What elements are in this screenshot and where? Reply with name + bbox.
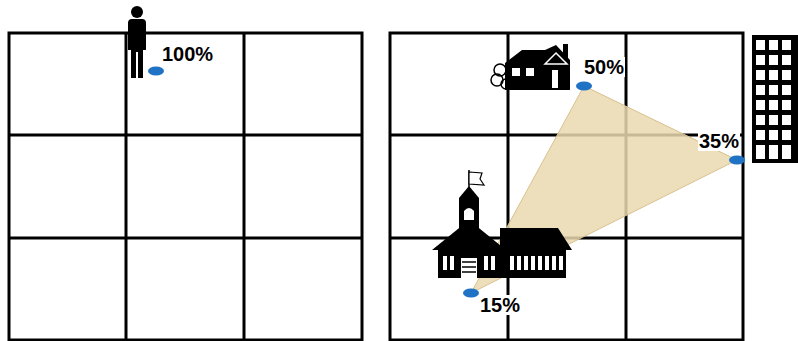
share-triangle <box>471 86 737 293</box>
grid-left <box>9 33 362 340</box>
grid-right <box>390 33 743 340</box>
office-building <box>752 35 798 163</box>
percentage-label: 100% <box>161 44 214 64</box>
percentage-label: 15% <box>479 295 521 315</box>
percentage-label: 35% <box>698 131 740 151</box>
location-dot <box>148 67 745 298</box>
school-icon <box>432 170 572 278</box>
house-icon <box>491 44 570 90</box>
percentage-label: 50% <box>583 57 625 77</box>
person-icon <box>128 6 146 78</box>
